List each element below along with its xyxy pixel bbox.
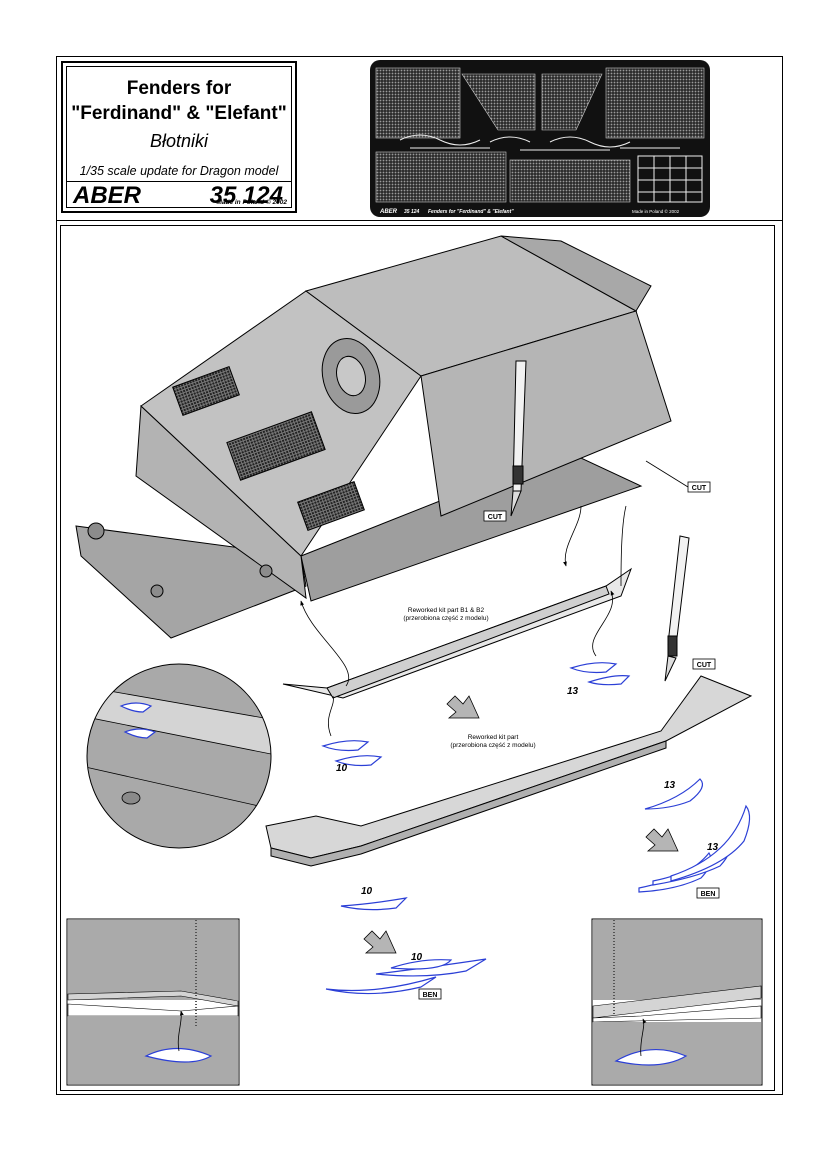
etch-caption-title: Fenders for "Ferdinand" & "Elefant" (428, 209, 514, 215)
header-divider (56, 220, 783, 221)
part-number-13-c: 13 (707, 842, 719, 853)
inset-detail-left (66, 918, 240, 1086)
cut-label-2: CUT (645, 460, 711, 493)
etch-part-10-upper (321, 740, 383, 767)
ben-label-1: BEN (696, 887, 720, 899)
title-line2: "Ferdinand" & "Elefant" (71, 103, 287, 124)
brand-logo: ABER (73, 182, 142, 209)
cutting-tool-upper (510, 360, 527, 517)
title-polish: Błotniki (149, 131, 209, 151)
scale-text: 1/35 scale update for Dragon model (79, 164, 279, 178)
guide-lines (300, 505, 627, 737)
assembly-diagram: CUT CUT Reworked kit part B1 & B2 (przer… (66, 235, 763, 1086)
etch-part-13-right (644, 778, 703, 810)
part-number-10-b: 10 (361, 886, 373, 897)
etch-sheet-art: ABER 35 124 Fenders for "Ferdinand" & "E… (375, 67, 705, 215)
instruction-area: CUT CUT Reworked kit part B1 & B2 (przer… (60, 225, 775, 1091)
page-frame (56, 56, 783, 1095)
etch-part-13-upper (569, 662, 631, 686)
direction-arrow-bottom (363, 930, 397, 954)
etch-caption-no: 35 124 (404, 209, 420, 215)
etch-part-13-bent (638, 804, 751, 893)
photo-etch-sheet: ABER 35 124 Fenders for "Ferdinand" & "E… (370, 60, 710, 217)
fender-caption-line1: Reworked kit part (468, 734, 519, 741)
direction-arrow-center (446, 695, 480, 719)
b1b2-caption-line2: (przerobiona część z modelu) (403, 615, 488, 622)
etch-part-10-lower (340, 897, 408, 911)
direction-arrow-right (645, 828, 679, 852)
part-number-13-b: 13 (664, 780, 676, 791)
ben-text-1: BEN (701, 891, 716, 898)
cut-label-3: CUT (692, 658, 716, 670)
title-divider (67, 181, 291, 182)
part-number-13-a: 13 (567, 686, 579, 697)
cut-text-2: CUT (692, 485, 707, 492)
title-block: Fenders for "Ferdinand" & "Elefant" Błot… (61, 61, 297, 213)
cutting-tool-lower (664, 535, 690, 682)
part-number-10-c: 10 (411, 952, 423, 963)
part-number-10-a: 10 (336, 763, 348, 774)
ben-text-2: BEN (423, 992, 438, 999)
kit-part-fender (265, 675, 753, 867)
cut-label-1: CUT (483, 510, 507, 522)
etch-caption-brand: ABER (379, 209, 398, 215)
catalog-number: 35 124 (209, 182, 283, 209)
b1b2-caption-line1: Reworked kit part B1 & B2 (408, 607, 485, 614)
detail-circle (86, 663, 272, 849)
title-line1: Fenders for (126, 78, 232, 99)
cut-text-1: CUT (488, 514, 503, 521)
etch-made: Made in Poland © 2002 (632, 208, 680, 214)
hull-illustration (75, 235, 672, 639)
kit-part-b1-b2 (282, 567, 633, 699)
etch-part-10-bent (325, 958, 487, 995)
cut-text-3: CUT (697, 662, 712, 669)
title-block-inner: Fenders for "Ferdinand" & "Elefant" Błot… (66, 66, 292, 209)
made-in-text: Made in Poland © 2002 (216, 199, 287, 206)
ben-label-2: BEN (418, 988, 442, 1000)
inset-detail-right (591, 918, 763, 1086)
fender-caption-line2: (przerobiona część z modelu) (450, 742, 535, 749)
